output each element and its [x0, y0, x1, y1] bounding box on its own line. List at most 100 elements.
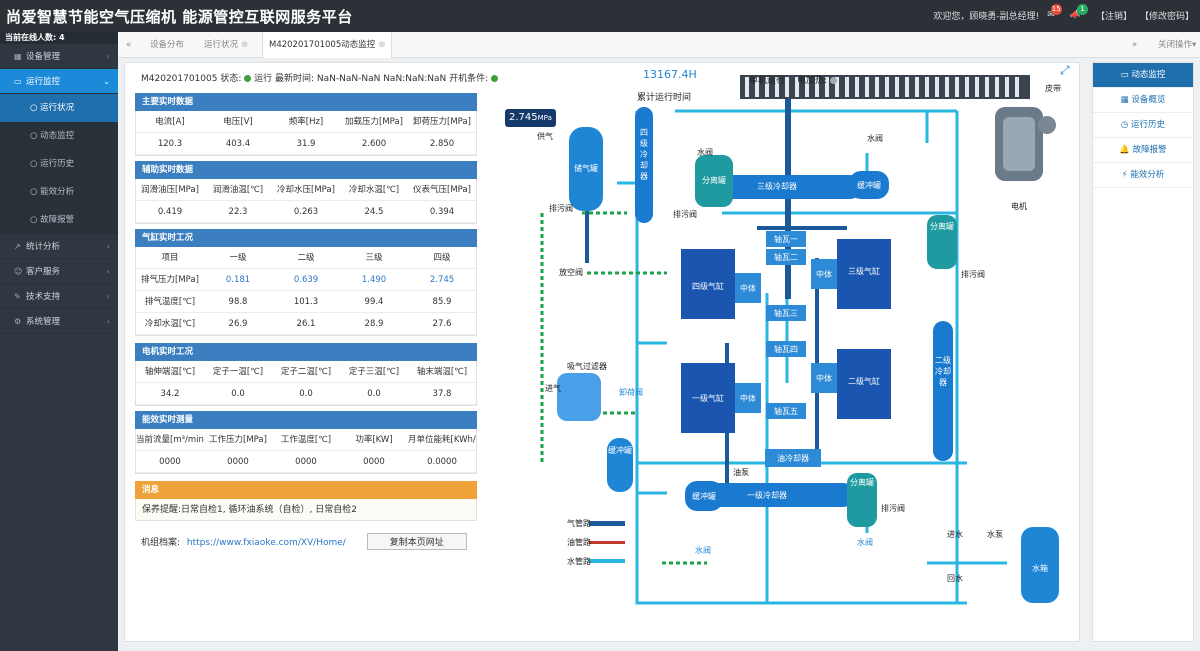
legend-water: 水管路 — [567, 557, 591, 566]
chevron-left-icon: ‹ — [106, 317, 110, 326]
grid-header: 定子三温[℃] — [340, 361, 408, 383]
tab-run-status[interactable]: 运行状况⊗ — [198, 32, 254, 58]
label-water-valve: 水阀 — [697, 148, 713, 157]
right-nav-device-overview[interactable]: ▦ 设备概览 — [1093, 88, 1193, 113]
monitor-icon: ▭ — [1120, 70, 1132, 80]
mail-badge: 15 — [1050, 4, 1062, 15]
legend-oil: 油管路 — [567, 538, 591, 547]
grid-cell: 403.4 — [204, 133, 272, 155]
logout-link[interactable]: 【注销】 — [1095, 12, 1132, 22]
label-bearing-5: 轴瓦五 — [774, 407, 798, 416]
label-oil-cooler: 油冷却器 — [777, 454, 809, 463]
grid-cell: 0.0 — [272, 383, 340, 405]
right-nav-fault-alarm[interactable]: 🔔 故障报警 — [1093, 138, 1193, 163]
mail-icon[interactable]: ✉15 — [1047, 4, 1062, 20]
belt-drive — [740, 75, 1030, 99]
tab-device-distribution[interactable]: 设备分布 — [144, 32, 190, 58]
label-vent-valve: 放空阀 — [559, 268, 583, 277]
right-nav: ▭ 动态监控 ▦ 设备概览 ◷ 运行历史 🔔 故障报警 ⚡ 能效分析 — [1092, 62, 1194, 642]
grid-cell: 0.0 — [340, 383, 408, 405]
label-cooler-1: 一级冷却器 — [747, 491, 787, 500]
label-cylinder-2: 二级气缸 — [848, 377, 880, 386]
label-gas-tank: 储气罐 — [574, 164, 598, 173]
grid-cell: 2.745 — [408, 269, 476, 291]
label-drain-valve: 排污阀 — [549, 204, 573, 213]
right-nav-dynamic-monitor[interactable]: ▭ 动态监控 — [1093, 63, 1193, 88]
welcome-text: 欢迎您，顾晓勇-副总经理! — [933, 12, 1040, 22]
label-drain-valve: 排污阀 — [881, 504, 905, 513]
archive-line: 机组档案: https://www.fxiaoke.com/XV/Home/ 复… — [141, 533, 467, 550]
sidebar-sub-run-history[interactable]: ○ 运行历史 — [0, 150, 118, 178]
tab-dynamic-monitor[interactable]: M420201701005动态监控⊗ — [262, 32, 393, 58]
label-drain-valve: 排污阀 — [673, 210, 697, 219]
notice-icon[interactable]: 📣1 — [1070, 4, 1088, 21]
grid-cell: 0.394 — [408, 201, 476, 223]
data-grid: 当前流量[m³/min]工作压力[MPa]工作温度[℃]功率[KW]月单位能耗[… — [135, 429, 477, 474]
right-nav-run-history[interactable]: ◷ 运行历史 — [1093, 113, 1193, 138]
grid-cell: 22.3 — [204, 201, 272, 223]
latest-time: 最新时间: NaN-NaN-NaN NaN:NaN:NaN — [275, 74, 447, 84]
grid-cell: 101.3 — [272, 291, 340, 313]
sidebar-sub-efficiency[interactable]: ○ 能效分析 — [0, 178, 118, 206]
section-main-data: 主要实时数据 电流[A]电压[V]频率[Hz]加载压力[MPa]卸荷压力[MPa… — [135, 93, 477, 156]
tab-scroll-right[interactable]: » — [1132, 40, 1138, 50]
close-icon[interactable]: ⊗ — [241, 40, 249, 50]
grid-cell: 28.9 — [340, 313, 408, 335]
bell-icon: 🔔 — [1119, 145, 1133, 155]
change-password-link[interactable]: 【修改密码】 — [1139, 12, 1194, 22]
grid-cell: 0000 — [136, 451, 204, 473]
close-operations-dropdown[interactable]: 关闭操作▾ — [1158, 40, 1197, 50]
sub-label: 能效分析 — [40, 187, 75, 197]
tab-label: 设备分布 — [150, 40, 185, 50]
grid-cell: 85.9 — [408, 291, 476, 313]
status-line: M420201701005 状态: 运行 最新时间: NaN-NaN-NaN N… — [141, 71, 499, 84]
grid-cell: 排气温度[℃] — [136, 291, 204, 313]
grid-header: 轴末端温[℃] — [408, 361, 476, 383]
sidebar-item-statistics[interactable]: ↗统计分析‹ — [0, 234, 118, 259]
grid-cell: 0.0 — [204, 383, 272, 405]
grid-header: 冷却水压[MPa] — [272, 179, 340, 201]
label-bearing-2: 轴瓦二 — [774, 253, 798, 262]
sub-label: 动态监控 — [40, 131, 75, 141]
sidebar-item-customer-service[interactable]: ☺客户服务‹ — [0, 259, 118, 284]
sidebar-item-tech-support[interactable]: ✎技术支持‹ — [0, 284, 118, 309]
cooler-2 — [933, 321, 953, 461]
chevron-down-icon: ⌄ — [103, 77, 110, 86]
fullscreen-icon[interactable]: ⤢ — [1060, 63, 1070, 77]
archive-label: 机组档案: — [141, 538, 181, 548]
copy-url-button[interactable]: 复制本页网址 — [366, 533, 467, 550]
section-title: 气缸实时工况 — [135, 229, 477, 247]
sidebar-item-system-management[interactable]: ⚙系统管理‹ — [0, 309, 118, 334]
cylinder-bodies — [735, 259, 837, 413]
sidebar-item-device-management[interactable]: ▦设备管理‹ — [0, 44, 118, 69]
tab-label: M420201701005动态监控 — [269, 40, 376, 50]
right-nav-label: 运行历史 — [1131, 120, 1166, 130]
data-grid: 电流[A]电压[V]频率[Hz]加载压力[MPa]卸荷压力[MPa] 120.3… — [135, 111, 477, 156]
sidebar-sub-fault-alarm[interactable]: ○ 故障报警 — [0, 206, 118, 234]
grid-cell: 1.490 — [340, 269, 408, 291]
grid-cell: 0000 — [272, 451, 340, 473]
cooler-4 — [635, 107, 653, 223]
sidebar: 当前在线人数: 4 ▦设备管理‹ ▭运行监控⌄ ○ 运行状况 ○ 动态监控 ○ … — [0, 32, 118, 651]
grid-header: 轴伸端温[℃] — [136, 361, 204, 383]
grid-header: 定子一温[℃] — [204, 361, 272, 383]
section-aux-data: 辅助实时数据 润滑油压[MPa]润滑油温[℃]冷却水压[MPa]冷却水温[℃]仪… — [135, 161, 477, 224]
compressor-diagram: 13167.4H 累计运行时间 单机运行 电加热: ⤢ 2.745MPa 供气 … — [487, 63, 1081, 643]
grid-cell: 0.639 — [272, 269, 340, 291]
sidebar-sub-dynamic-monitor[interactable]: ○ 动态监控 — [0, 122, 118, 150]
sidebar-item-run-monitor[interactable]: ▭运行监控⌄ — [0, 69, 118, 94]
online-count: 当前在线人数: 4 — [0, 32, 118, 44]
grid-cell: 27.6 — [408, 313, 476, 335]
archive-link[interactable]: https://www.fxiaoke.com/XV/Home/ — [186, 538, 346, 548]
close-icon[interactable]: ⊗ — [378, 40, 386, 50]
grid-header: 卸荷压力[MPa] — [408, 111, 476, 133]
tab-scroll-left[interactable]: « — [126, 40, 132, 50]
sidebar-item-label: 设备管理 — [26, 52, 61, 62]
cylinders — [681, 239, 891, 433]
sidebar-sub-run-status[interactable]: ○ 运行状况 — [0, 94, 118, 122]
label-buffer-tank: 缓冲罐 — [692, 492, 716, 501]
top-right-area: 欢迎您，顾晓勇-副总经理! ✉15 📣1 【注销】 【修改密码】 — [933, 4, 1194, 22]
monitor-icon: ▭ — [14, 77, 22, 86]
grid-cell: 37.8 — [408, 383, 476, 405]
right-nav-efficiency[interactable]: ⚡ 能效分析 — [1093, 163, 1193, 188]
